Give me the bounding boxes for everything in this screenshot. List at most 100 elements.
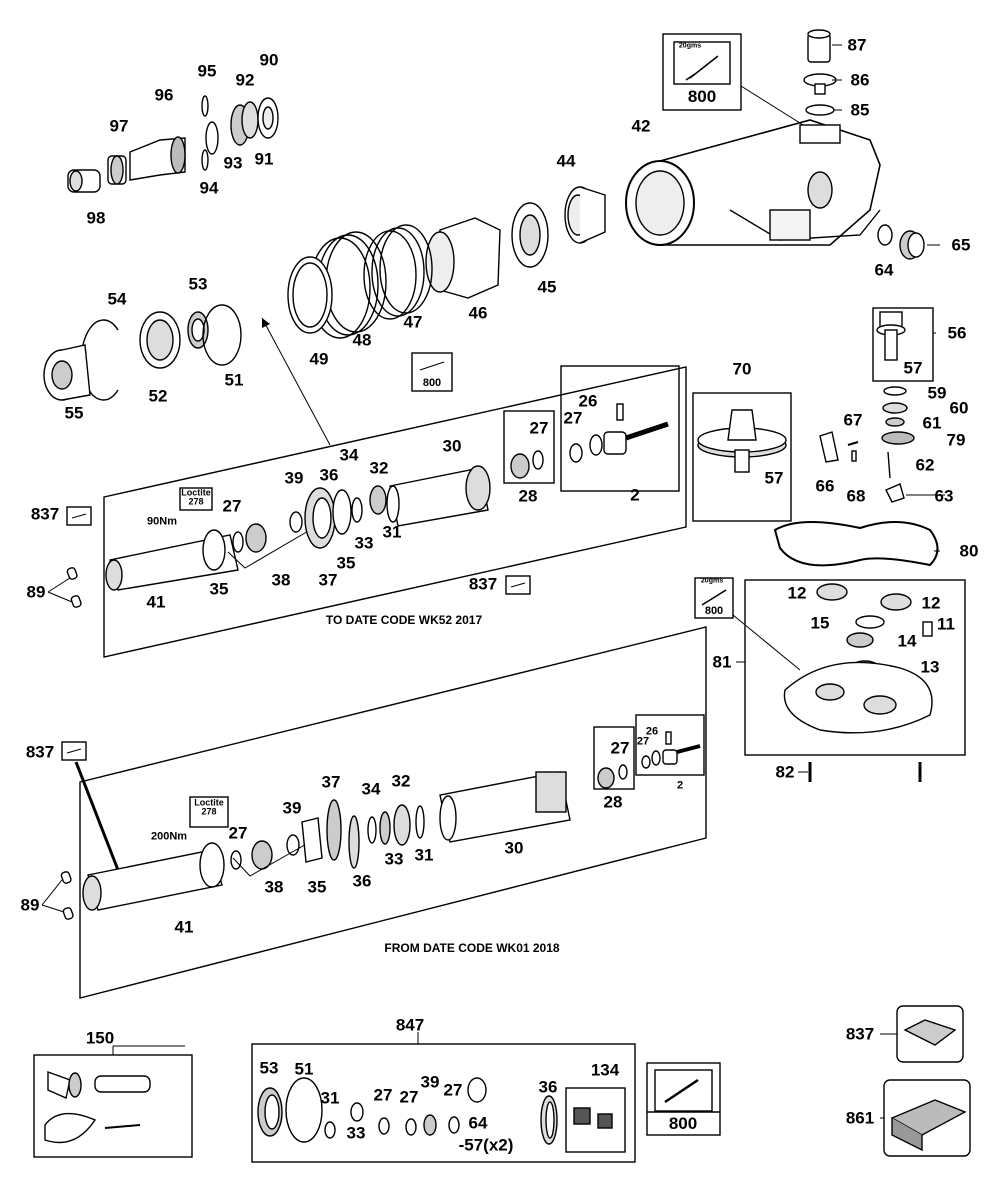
part-label-837-lower: 837 (25, 742, 55, 762)
part-label-56: 56 (947, 323, 967, 343)
part-label-42: 42 (631, 116, 651, 136)
part-label-27-upper-c: 27 (563, 408, 583, 428)
part-label-41-lower: 41 (174, 917, 194, 937)
pins-89 (41, 567, 82, 920)
kit-label-53: 53 (259, 1058, 279, 1078)
parts-64-65 (877, 224, 925, 260)
part-label-79: 79 (946, 430, 966, 450)
part-label-96: 96 (154, 85, 174, 105)
part-label-37-upper: 37 (318, 570, 338, 590)
grease-weight-top: 20gms (678, 42, 702, 50)
part-label-59: 59 (927, 383, 947, 403)
clip-837-box (896, 1005, 964, 1063)
lower-shaft-box (61, 626, 707, 999)
caption-upper-section: TO DATE CODE WK52 2017 (325, 613, 483, 627)
leader-lines (112, 44, 945, 1119)
part-label-39-lower: 39 (282, 798, 302, 818)
part-label-31-upper: 31 (382, 522, 402, 542)
clutch-46-springs-47-48-49 (287, 217, 501, 339)
part-label-847: 847 (395, 1015, 425, 1035)
part-label-837-upper: 837 (30, 504, 60, 524)
part-label-27-lower: 27 (228, 823, 248, 843)
part-label-26-upper: 26 (578, 391, 598, 411)
part-label-65: 65 (951, 235, 971, 255)
part-label-70: 70 (732, 359, 752, 379)
part-label-48: 48 (352, 330, 372, 350)
grease-code-upper-shaft: 800 (422, 377, 442, 389)
part-label-57-armature: 57 (903, 358, 923, 378)
part-label-28-upper: 28 (518, 486, 538, 506)
part-label-68: 68 (846, 486, 866, 506)
part-label-27-upper-a: 27 (222, 496, 242, 516)
grease-code-top: 800 (687, 87, 717, 106)
part-label-31-lower: 31 (414, 845, 434, 865)
part-label-87: 87 (847, 35, 867, 55)
part-label-67: 67 (843, 410, 863, 430)
part-label-13: 13 (920, 657, 940, 677)
assembly-leader-arrow (261, 317, 331, 446)
part-label-15: 15 (810, 613, 830, 633)
part-label-94: 94 (199, 178, 219, 198)
part-label-60: 60 (949, 398, 969, 418)
part-label-11: 11 (937, 614, 955, 634)
kit-label-51: 51 (294, 1059, 314, 1079)
part-label-55: 55 (64, 403, 84, 423)
part-label-53: 53 (188, 274, 208, 294)
part-label-39-upper: 39 (284, 468, 304, 488)
grease-box-top (662, 33, 809, 129)
part-label-57-gear: 57 (764, 468, 784, 488)
kit-label-134: 134 (590, 1060, 620, 1080)
torque-note-lower: 200Nm (150, 830, 188, 843)
part-label-2-upper: 2 (630, 485, 640, 505)
part-label-12-left: 12 (787, 583, 807, 603)
part-label-95: 95 (197, 61, 217, 81)
part-label-91: 91 (254, 149, 274, 169)
part-label-35-upper-b: 35 (336, 553, 356, 573)
part-label-82: 82 (775, 762, 795, 782)
part-label-45: 45 (537, 277, 557, 297)
part-label-30-lower: 30 (504, 838, 524, 858)
part-label-80: 80 (959, 541, 979, 561)
part-label-27-upper-b: 27 (529, 418, 549, 438)
part-label-44: 44 (556, 151, 576, 171)
part-label-98: 98 (86, 208, 106, 228)
part-label-27-lower-c: 27 (636, 735, 650, 748)
part-label-51: 51 (224, 370, 244, 390)
part-label-30-upper: 30 (442, 436, 462, 456)
armature-56-parts (819, 307, 934, 503)
gearbox-81-box (694, 577, 966, 782)
part-label-37-lower: 37 (321, 772, 341, 792)
part-label-38-upper: 38 (271, 570, 291, 590)
torque-note-upper: 90Nm (147, 515, 177, 528)
part-label-92: 92 (235, 70, 255, 90)
upper-shaft-box (66, 352, 687, 658)
part-label-32-lower: 32 (391, 771, 411, 791)
part-label-2-lower: 2 (676, 779, 684, 792)
kit-847-box (251, 1032, 636, 1163)
bearing-44-gear-45 (511, 186, 606, 268)
part-label-54: 54 (107, 289, 127, 309)
part-label-28-lower: 28 (603, 792, 623, 812)
grease-weight-gearbox: 20gms (700, 577, 724, 585)
part-label-62: 62 (915, 455, 935, 475)
belt-80 (773, 520, 939, 567)
part-label-36-upper: 36 (319, 465, 339, 485)
part-label-150: 150 (85, 1028, 115, 1048)
part-label-61: 61 (922, 413, 942, 433)
part-label-85: 85 (850, 100, 870, 120)
part-label-837-upper-b: 837 (468, 574, 498, 594)
part-label-36-lower: 36 (352, 871, 372, 891)
part-label-89-upper: 89 (26, 582, 46, 602)
kit-label-31: 31 (320, 1088, 340, 1108)
top-cap-parts (803, 29, 837, 116)
part-label-35-lower: 35 (307, 877, 327, 897)
kit-label-27-a: 27 (373, 1085, 393, 1105)
part-label-837-clip: 837 (845, 1024, 875, 1044)
part-label-33-lower: 33 (384, 849, 404, 869)
part-label-86: 86 (850, 70, 870, 90)
part-label-93: 93 (223, 153, 243, 173)
housing-42 (625, 119, 881, 246)
